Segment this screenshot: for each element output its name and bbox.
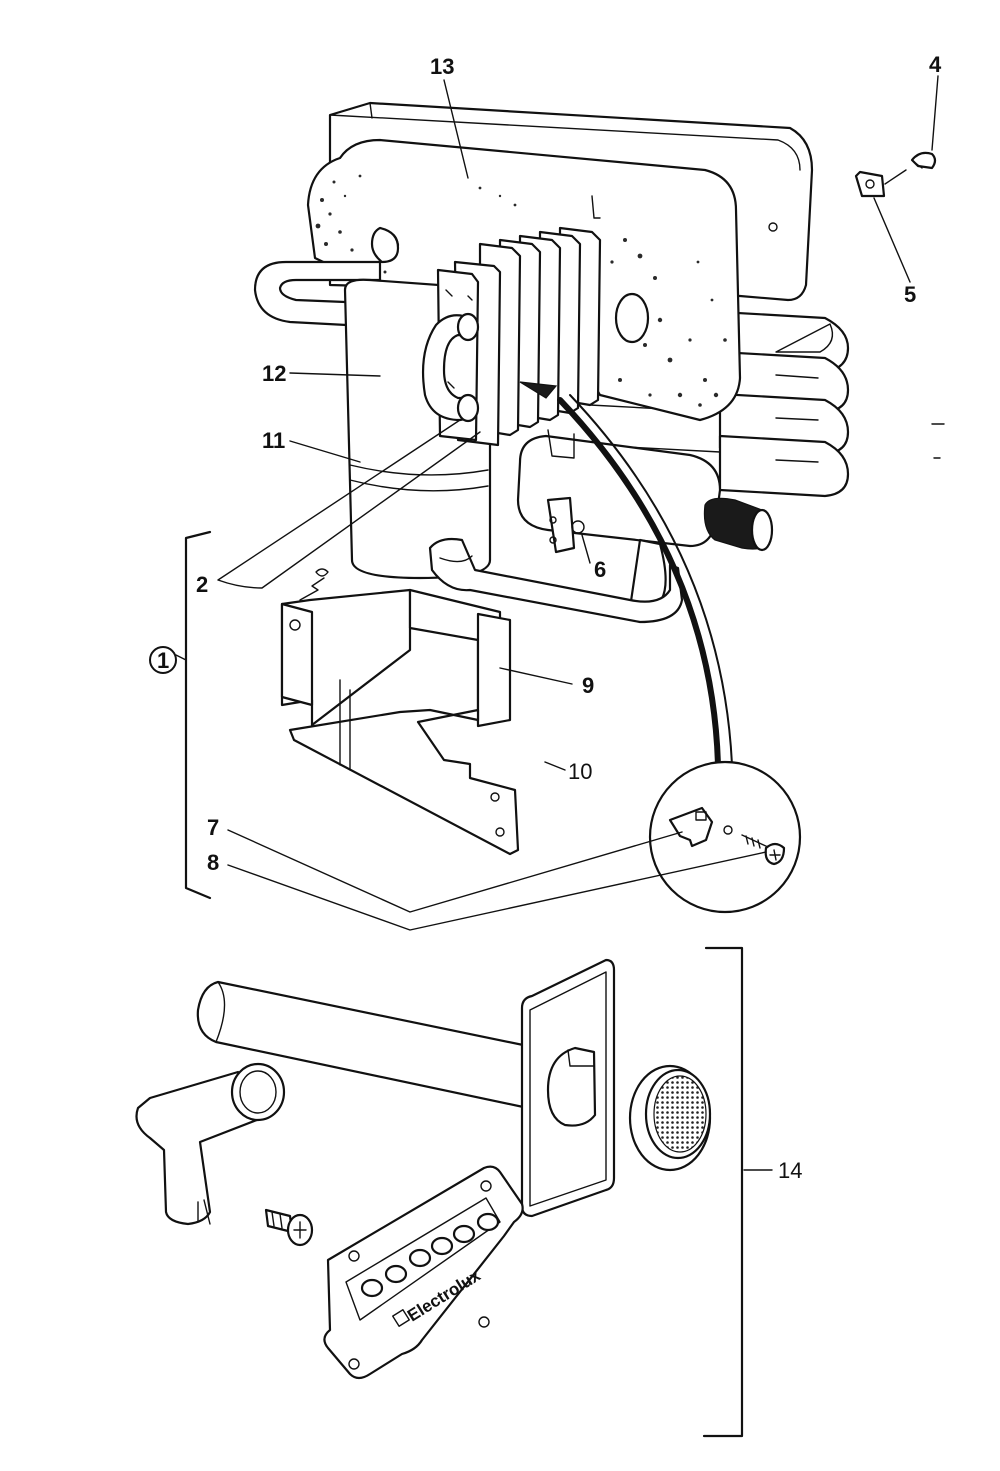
callout-6: 6: [594, 557, 606, 582]
burner-assembly: [516, 429, 722, 612]
mounting-bracket: [280, 588, 520, 856]
group-brace-14: [702, 946, 744, 1438]
callout-1-circle: [149, 646, 177, 674]
detail-inset: [648, 760, 802, 914]
callout-9: 9: [582, 673, 594, 698]
callout-10: 10: [568, 759, 592, 784]
callout-labels: 13 4 5 12 11 2 6 1 9 10 7 8 14: [149, 52, 942, 1183]
callout-1: 1: [157, 648, 169, 673]
callout-13: 13: [430, 54, 454, 79]
condenser-coils: [589, 310, 850, 498]
detail-leader-curve: [519, 381, 733, 768]
scan-marks: [931, 423, 945, 459]
callout-2: 2: [196, 572, 208, 597]
callout-11: 11: [262, 428, 285, 453]
small-parts-4-5: [854, 151, 937, 198]
callout-7: 7: [207, 815, 219, 840]
knurled-knob: [703, 497, 774, 552]
flue-kit: [135, 958, 712, 1380]
callout-4: 4: [929, 52, 942, 77]
callout-5: 5: [904, 282, 916, 307]
callout-14: 14: [778, 1158, 802, 1183]
screw-2: [299, 568, 329, 601]
callout-12: 12: [262, 361, 286, 386]
callout-leaders: [217, 75, 939, 1171]
front-u-tube: [422, 312, 480, 423]
group-brace-1: [175, 530, 212, 900]
callout-8: 8: [207, 850, 219, 875]
